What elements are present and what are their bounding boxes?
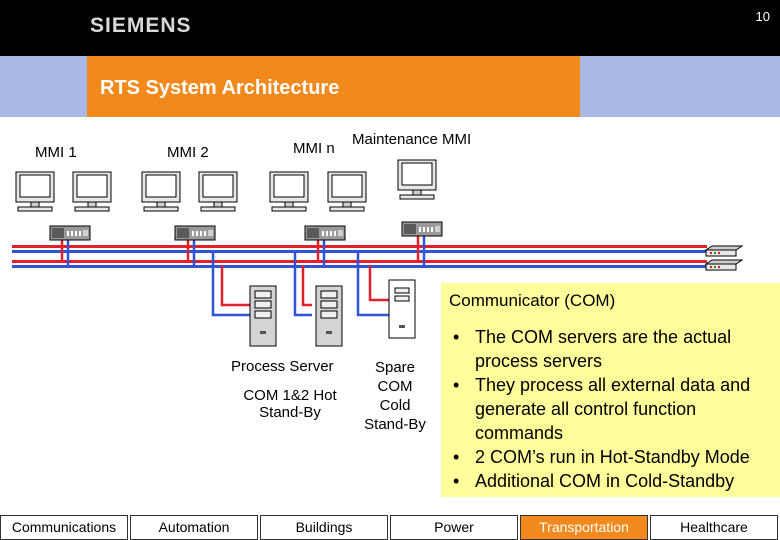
notes-list: The COM servers are the actual process s… [441,325,775,493]
notes-bullet: The COM servers are the actual process s… [441,325,775,373]
mmin-label: MMI n [293,140,335,157]
tab-power[interactable]: Power [390,515,518,540]
mmi1-label: MMI 1 [35,144,77,161]
com12-label-line2: Stand-By [259,404,321,421]
notes-bullet: They process all external data and gener… [441,373,775,445]
mmin-pc-icon [304,225,346,241]
com2-server-icon [315,285,343,347]
notes-bullet: Additional COM in Cold-Standby [441,469,775,493]
notes-title: Communicator (COM) [449,291,616,310]
network-line-red-1 [12,245,707,248]
com12-label: COM 1&2 Hot Stand-By [234,387,346,421]
mmi1-pc-icon [49,225,91,241]
process-server-label: Process Server [231,358,334,375]
tab-healthcare[interactable]: Healthcare [650,515,778,540]
com1-server-icon [249,285,277,347]
notes-bullet: 2 COM’s run in Hot-Standby Mode [441,445,775,469]
spare-com-label-line4: Stand-By [364,416,426,433]
spare-com-server-icon [388,279,416,339]
network-line-blue-1 [12,250,707,253]
mmi1-monitor-b-icon [72,171,112,212]
spare-com-label-line3: Cold [379,397,411,414]
tab-buildings[interactable]: Buildings [260,515,388,540]
title-box: RTS System Architecture [87,56,580,117]
siemens-logo: SIEMENS [90,14,192,37]
maintenance-mmi-label: Maintenance MMI [352,131,472,148]
spare-com-label: Spare COM Cold Stand-By [358,358,432,434]
network-line-blue-2 [12,265,707,268]
tab-automation[interactable]: Automation [130,515,258,540]
external-router-1-icon [705,245,743,257]
tab-transportation[interactable]: Transportation [520,515,648,540]
mmi2-pc-icon [174,225,216,241]
header-bar: SIEMENS 10 [0,0,780,56]
external-router-2-icon [705,259,743,271]
spare-com-label-line2: COM [377,378,413,395]
page-title: RTS System Architecture [100,77,340,99]
maintenance-monitor-icon [397,159,437,200]
mmi2-monitor-a-icon [141,171,181,212]
network-line-red-2 [12,260,707,263]
page-number: 10 [755,9,770,24]
tab-communications[interactable]: Communications [0,515,128,540]
com-notes-box: Communicator (COM) The COM servers are t… [441,283,780,497]
mmi1-monitor-a-icon [15,171,55,212]
com12-label-line1: COM 1&2 Hot [243,387,337,404]
mmi2-label: MMI 2 [167,144,209,161]
mmin-monitor-b-icon [327,171,367,212]
mmi2-monitor-b-icon [198,171,238,212]
maintenance-pc-icon [401,221,443,237]
spare-com-label-line1: Spare [374,359,416,376]
mmin-monitor-a-icon [269,171,309,212]
footer-nav: Communications Automation Buildings Powe… [0,515,780,540]
